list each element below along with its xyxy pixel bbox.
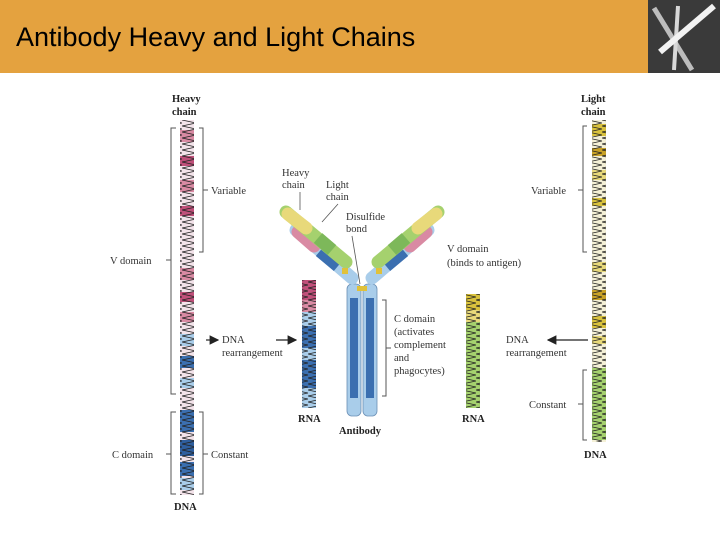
slide-title: Antibody Heavy and Light Chains xyxy=(16,22,416,52)
disulfide-bond-label: Disulfide xyxy=(346,212,385,223)
antibody-c-domain-label-2: (activates xyxy=(394,327,434,338)
heavy-variable-label: Variable xyxy=(211,186,246,197)
light-chain-title: Light xyxy=(581,94,606,105)
light-rna-label: RNA xyxy=(462,414,485,425)
heavy-constant-label: Constant xyxy=(211,450,248,461)
antibody-light-chain-label-2: chain xyxy=(326,192,349,203)
title-bar: Antibody Heavy and Light Chains xyxy=(0,0,720,73)
antibody-light-chain-label: Light xyxy=(326,180,349,191)
antibody-c-domain-label: C domain xyxy=(394,314,436,325)
heavy-chain-title-2: chain xyxy=(172,107,197,118)
antibody-heavy-chain-label: Heavy xyxy=(282,168,310,179)
disulfide-bond-label-2: bond xyxy=(346,224,368,235)
heavy-dna-rearrangement-label: DNA xyxy=(222,335,245,346)
light-chain-rna xyxy=(466,294,480,408)
antibody-v-domain-label: V domain xyxy=(447,244,489,255)
light-constant-label: Constant xyxy=(529,400,566,411)
antibody-structure xyxy=(279,192,445,417)
crossed-sticks-logo-icon xyxy=(648,0,720,73)
heavy-chain-rna xyxy=(302,280,316,408)
heavy-rna-label: RNA xyxy=(298,414,321,425)
light-dna-rearrangement-label-2: rearrangement xyxy=(506,348,567,359)
heavy-dna-rearrangement-label-2: rearrangement xyxy=(222,348,283,359)
light-dna-rearrangement-label: DNA xyxy=(506,335,529,346)
antibody-v-domain-label-2: (binds to antigen) xyxy=(447,258,522,269)
antibody-label: Antibody xyxy=(339,426,382,437)
antibody-c-domain-label-4: and xyxy=(394,353,410,364)
light-chain-title-2: chain xyxy=(581,107,606,118)
heavy-dna-label: DNA xyxy=(174,502,197,513)
antibody-c-domain-label-3: complement xyxy=(394,340,446,351)
heavy-v-domain-label: V domain xyxy=(110,256,152,267)
heavy-chain-title: Heavy xyxy=(172,94,201,105)
heavy-c-domain-label: C domain xyxy=(112,450,154,461)
antibody-heavy-chain-label-2: chain xyxy=(282,180,305,191)
light-chain-dna xyxy=(546,120,606,442)
heavy-chain-dna xyxy=(166,120,220,495)
light-dna-label: DNA xyxy=(584,450,607,461)
light-variable-label: Variable xyxy=(531,186,566,197)
antibody-c-domain-label-5: phagocytes) xyxy=(394,366,445,377)
